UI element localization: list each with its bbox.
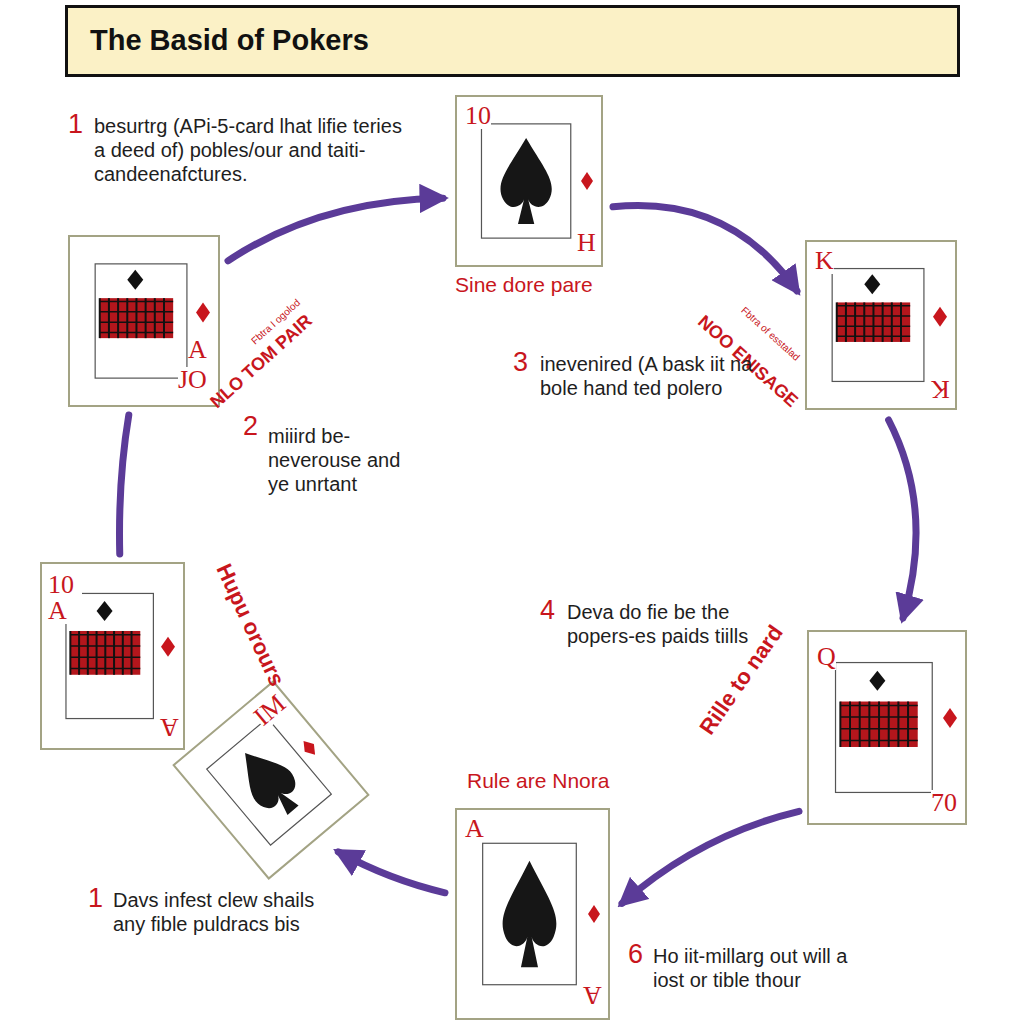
card-rank: 10 A — [48, 572, 82, 624]
card-rank: IM — [249, 690, 290, 730]
flow-arrow — [613, 206, 797, 291]
card-rank: A — [583, 982, 602, 1008]
callout-number: 4 — [540, 594, 555, 626]
card-rank: H — [577, 229, 596, 255]
playing-card: A JO — [68, 235, 220, 407]
playing-card: 10H — [455, 95, 603, 267]
card-rank: Q — [817, 644, 836, 670]
note-text: besurtrg (APi-5-card lhat lifie teries a… — [94, 114, 416, 186]
flow-arrow — [889, 420, 916, 618]
callout-number: 3 — [513, 346, 528, 378]
card-rank: K — [931, 376, 950, 402]
note-text: inevenired (A bask iit na bole hand ted … — [540, 352, 758, 400]
playing-card: IM — [172, 680, 370, 880]
playing-card: KK — [805, 240, 957, 410]
card-rank: A — [188, 337, 207, 363]
flow-arrow — [338, 852, 445, 893]
note-text: Hupu orours — [210, 560, 290, 691]
note-text: miiird be-neverouse and ye unrtant — [268, 424, 420, 496]
flow-arrow — [622, 811, 799, 903]
card-rank: A — [160, 714, 179, 740]
playing-card: 10 A A — [40, 562, 185, 750]
callout-number: 2 — [243, 410, 258, 442]
card-rank: K — [815, 248, 834, 274]
callout-number: 1 — [68, 108, 83, 140]
note-text: Davs infest clew shails any fible puldra… — [113, 888, 325, 936]
card-rank: 70 — [931, 790, 957, 816]
diagram-title: The Basid of Pokers — [90, 24, 369, 57]
note-text: Ho iit-millarg out will a iost or tible … — [653, 944, 873, 992]
card-rank: A — [465, 816, 484, 842]
playing-card: Q 70 — [807, 630, 967, 825]
callout-number: 6 — [628, 938, 643, 970]
note-text: Sine dore pare — [455, 272, 593, 297]
note-text: Rule are Nnora — [467, 768, 609, 793]
title-box: The Basid of Pokers — [65, 5, 960, 77]
playing-card: AA — [455, 808, 610, 1020]
card-rank: JO — [178, 367, 207, 393]
note-text: Deva do fie be the popers-es paids tiill… — [567, 600, 757, 648]
card-rank: 10 — [465, 103, 491, 129]
flow-arrow — [228, 198, 443, 261]
callout-number: 1 — [88, 882, 103, 914]
flow-arrow — [120, 415, 129, 554]
